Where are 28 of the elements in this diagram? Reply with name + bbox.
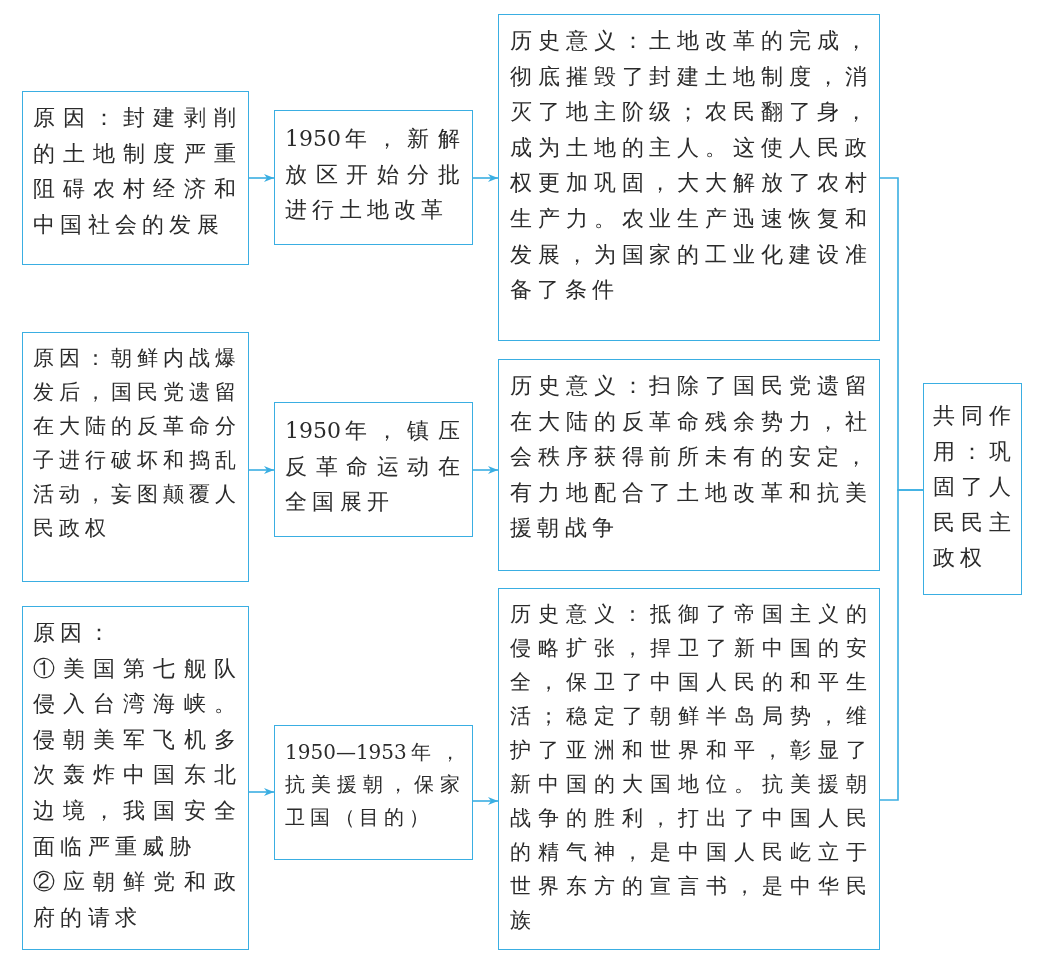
- cause-text: 原因：: [33, 619, 116, 647]
- arrow: [472, 174, 499, 182]
- significance-text: 历史意义：扫除了国民党遗留在大陆的反革命残余势力，社会秩序获得前所未有的安定，有力地配合了土地改革和抗美援朝战争: [510, 372, 872, 543]
- arrow: [472, 797, 499, 805]
- cause-text: 原因：朝鲜内战爆发后，国民党遗留在大陆的反革命分子进行破坏和捣乱活动，妄图颠覆人民政权: [33, 345, 241, 542]
- cause-box: [22, 332, 249, 582]
- arrow: [472, 466, 499, 474]
- event-box: [274, 110, 473, 245]
- significance-text: 历史意义：抵御了帝国主义的侵略扩张，捍卫了新中国的安全，保卫了中国人民的和平生活；稳定了朝鲜半岛局势，维护了亚洲和世界和平，彰显了新中国的大国地位。抗美援朝战争的胜利，打出了中国人民的精气神，是中国人民屹立于世界东方的宣言书，是中华民族: [510, 601, 872, 934]
- event-text: 1950年，镇压反革命运动在全国展开: [285, 417, 465, 517]
- cause-box: [22, 91, 249, 265]
- arrow: [248, 788, 275, 796]
- arrow: [248, 174, 275, 182]
- cause-text: ①美国第七舰队侵入台湾海峡。侵朝美军飞机多次轰炸中国东北边境，我国安全面临严重威胁: [33, 654, 241, 861]
- event-box: [274, 402, 473, 537]
- summary-box: [923, 383, 1022, 595]
- connector-line: [879, 489, 924, 801]
- event-text: 1950年，新解放区开始分批进行土地改革: [285, 125, 465, 225]
- cause-text: ②应朝鲜党和政府的请求: [33, 868, 241, 932]
- significance-box: [498, 359, 880, 571]
- cause-text: 原因：封建剥削的土地制度严重阻碍农村经济和中国社会的发展: [33, 104, 241, 239]
- arrow: [248, 466, 275, 474]
- significance-text: 历史意义：土地改革的完成，彻底摧毁了封建土地制度，消灭了地主阶级；农民翻了身，成为土地的主人。这使人民政权更加巩固，大大解放了农村生产力。农业生产迅速恢复和发展，为国家的工业化建设准备了条件: [510, 27, 872, 305]
- event-text: 1950—1953年，抗美援朝，保家卫国（目的）: [285, 739, 465, 831]
- significance-box: [498, 14, 880, 341]
- cause-box: [22, 606, 249, 950]
- event-box: [274, 725, 473, 860]
- summary-text: 共同作用：巩固了人民民主政权: [933, 402, 1016, 573]
